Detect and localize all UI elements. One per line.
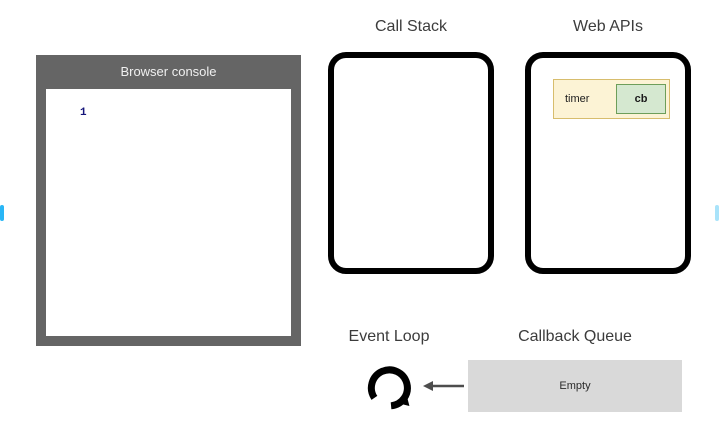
callback-queue-box: Empty <box>468 360 682 412</box>
browser-console-output[interactable]: 1 <box>46 89 291 336</box>
event-loop-heading: Event Loop <box>348 328 430 345</box>
browser-console-title: Browser console <box>120 64 217 79</box>
callback-queue-heading: Callback Queue <box>518 328 632 345</box>
arrow-left-icon <box>423 381 464 391</box>
next-step-nav-handle[interactable] <box>715 205 719 221</box>
web-apis-box: timer cb <box>525 52 691 274</box>
call-stack-heading: Call Stack <box>374 18 448 35</box>
web-api-task-timer[interactable]: timer cb <box>553 79 670 119</box>
web-apis-heading: Web APIs <box>573 18 643 35</box>
circular-arrow-icon <box>367 366 411 410</box>
call-stack-box <box>328 52 494 274</box>
previous-step-nav-handle[interactable] <box>0 205 4 221</box>
web-api-task-label: timer <box>565 93 590 105</box>
console-log-line: 1 <box>80 107 87 119</box>
browser-console-panel: Browser console 1 <box>36 55 301 346</box>
web-api-callback-block: cb <box>616 84 666 114</box>
callback-queue-status: Empty <box>559 380 591 392</box>
